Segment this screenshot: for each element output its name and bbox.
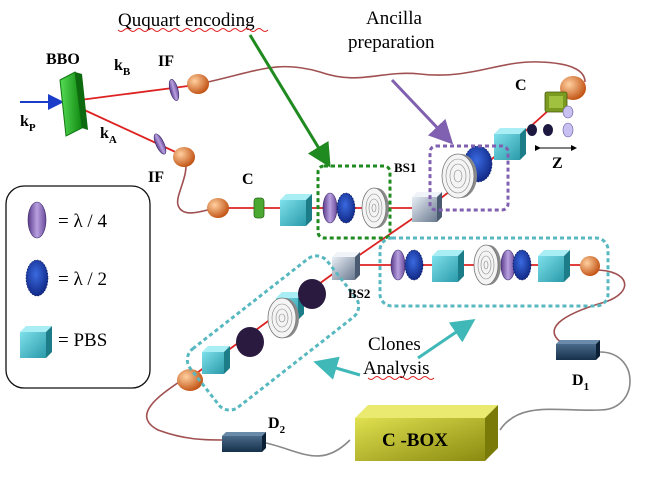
cable-d2 [261, 439, 351, 457]
arrow-ququart [248, 34, 331, 168]
bbo-crystal [59, 71, 88, 137]
q-plate [473, 244, 501, 286]
quarter-wave-icon [27, 201, 47, 239]
spellcheck-underlines [117, 28, 435, 380]
label-ancilla-line2: preparation [348, 32, 435, 53]
pbs-cube [538, 250, 570, 282]
fiber-top [207, 61, 586, 83]
q-plate [441, 153, 477, 199]
legend-half-wave: = λ / 2 [58, 269, 107, 290]
beam-ka [79, 107, 183, 156]
clones-analysis-box-left [185, 254, 361, 412]
beam-splitter-bs2 [332, 252, 360, 280]
label-ququart-encoding: Ququart encoding [118, 10, 255, 31]
pbs-cube [202, 346, 230, 374]
compensator-mid [253, 197, 265, 219]
label-bs1: BS1 [394, 160, 416, 175]
label-ancilla-line1: Ancilla [366, 8, 422, 29]
label-kb: kB [114, 57, 131, 78]
cable-d1 [499, 351, 631, 431]
detector-d1 [556, 340, 600, 360]
clones-analysis-box-right [378, 236, 610, 308]
if-filter-bottom [153, 133, 167, 155]
label-d2: D2 [268, 415, 286, 436]
c-box [355, 405, 498, 461]
coupler-right [580, 256, 600, 276]
cables [261, 351, 631, 457]
quarter-wave-plates [236, 192, 516, 357]
label-d1: D1 [572, 372, 589, 393]
labels: Ququart encoding Ancilla preparation BBO… [20, 8, 589, 451]
label-kp: kP [20, 113, 36, 134]
if-filter-top [168, 79, 180, 101]
legend: = λ / 4 = λ / 2 = PBS [5, 185, 151, 389]
label-z: Z [552, 155, 563, 172]
coupler-kb [187, 74, 209, 94]
legend-pbs: = PBS [58, 330, 107, 351]
arrow-clones-right [417, 318, 476, 360]
fiber-left-to-d2 [145, 379, 223, 441]
label-if-bottom: IF [148, 169, 164, 186]
detector-d2 [222, 432, 266, 452]
q-plate [267, 297, 299, 339]
ancilla-preparation-box [428, 144, 510, 212]
label-clones: Clones [368, 334, 421, 355]
beam-splitter-bs1 [412, 192, 442, 222]
pbs-cube [280, 194, 312, 226]
pbs-cube [432, 250, 464, 282]
q-plates [267, 153, 501, 339]
legend-quarter-wave: = λ / 4 [58, 211, 107, 232]
pbs-icon [20, 326, 52, 358]
label-bbo: BBO [46, 51, 80, 68]
label-c-top: C [515, 77, 527, 94]
pbs-cube [494, 128, 526, 160]
label-c-mid: C [242, 171, 254, 188]
coupler-left [207, 198, 229, 218]
label-ka: kA [100, 125, 117, 146]
label-bs2: BS2 [348, 286, 370, 301]
arrow-ancilla [390, 78, 454, 145]
compensator-top [544, 91, 568, 113]
fiber-left [176, 157, 216, 214]
half-wave-icon [25, 259, 49, 297]
label-analysis: Analysis [363, 358, 430, 379]
q-plate [361, 187, 389, 229]
label-if-top: IF [158, 53, 174, 70]
coupler-bottom-left [177, 369, 203, 391]
arrow-clones-left [313, 356, 361, 380]
label-cbox: C -BOX [382, 430, 448, 451]
pbs-cubes [202, 128, 570, 374]
ququart-encoding-box [316, 164, 392, 240]
z-translation [527, 105, 577, 151]
half-wave-plates [336, 145, 532, 281]
coupler-ka [173, 147, 195, 167]
